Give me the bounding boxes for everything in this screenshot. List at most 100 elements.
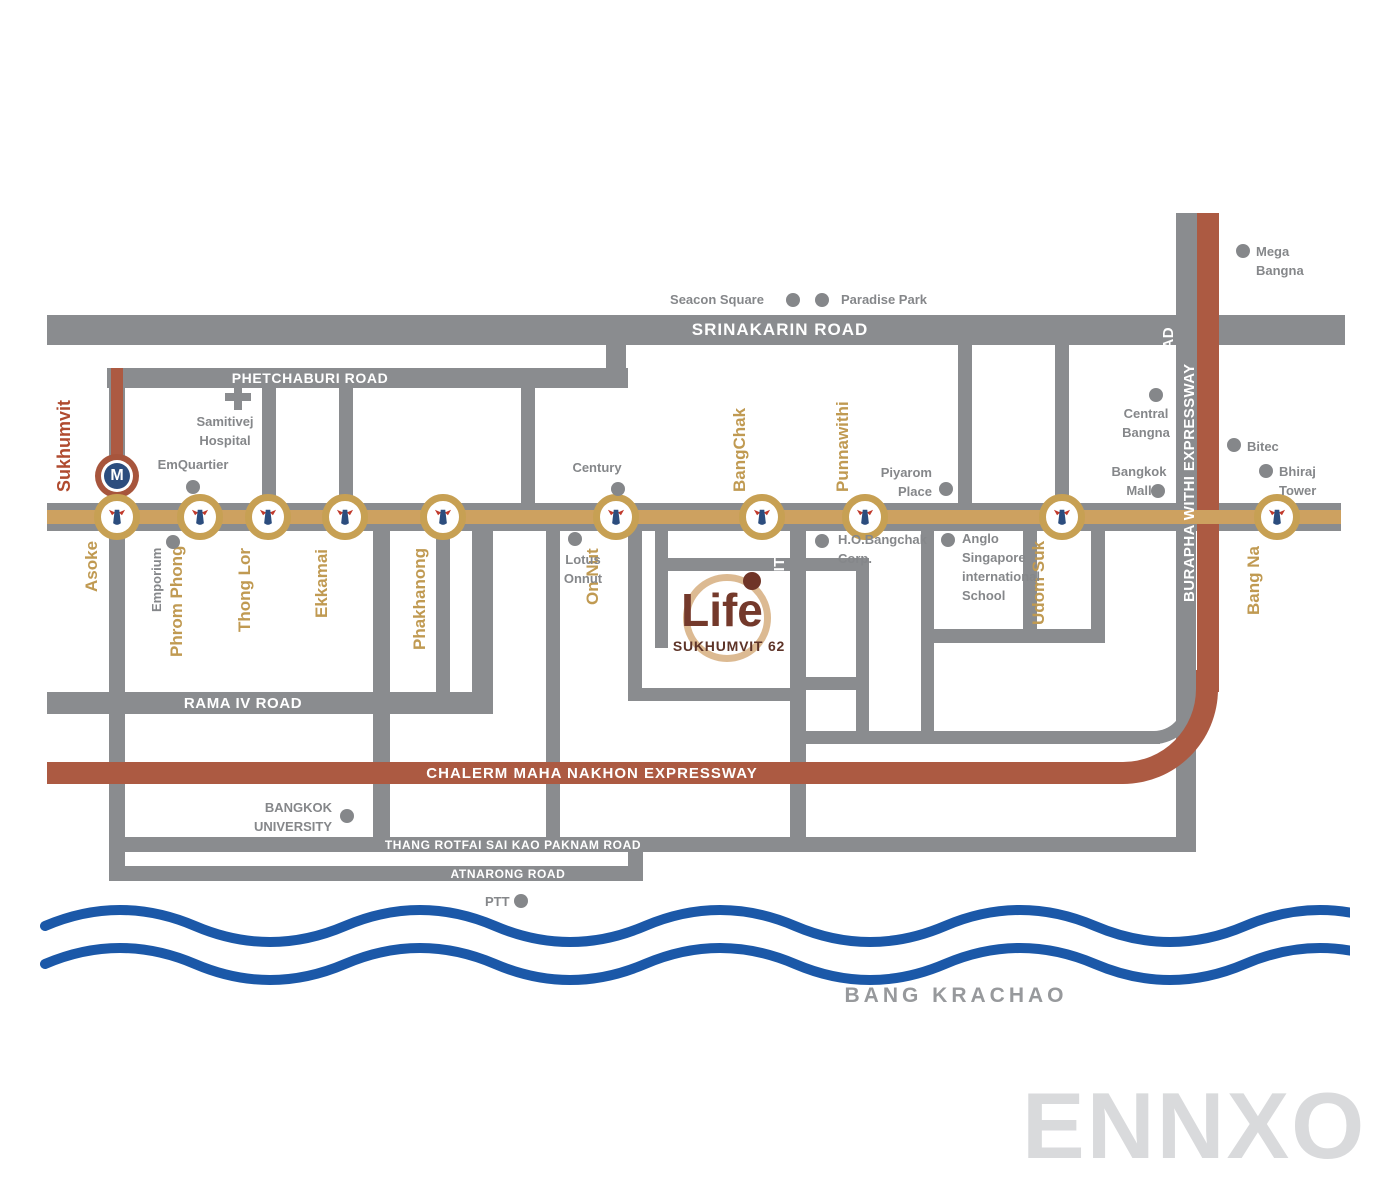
road-sukhumvit60-1	[655, 524, 668, 648]
road-label-thang-rotfai: THANG ROTFAI SAI KAO PAKNAM ROAD	[384, 838, 642, 852]
road-life-south	[628, 688, 806, 701]
road-label-sukhumvit77: SUKHUMVIT 77	[508, 413, 520, 498]
landmark-dot-lotus-onnut	[568, 532, 582, 546]
hospital-cross-icon	[225, 384, 251, 410]
bts-station-marker-phrom-phong	[177, 494, 223, 540]
road-label-sukhumvit60-1: SUKHUMVIT 60/1	[642, 541, 654, 636]
landmark-label-bitec: Bitec	[1247, 439, 1279, 454]
bts-logo-icon	[856, 509, 874, 525]
landmark-dot-bangkok-mall	[1151, 484, 1165, 498]
bts-label-bangchak: BangChak	[730, 407, 749, 492]
road-label-burapha: BURAPHA WITHI EXPRESSWAY	[1181, 363, 1198, 602]
bts-label-phakhanong: Phakhanong	[410, 547, 429, 650]
landmark-dot-emquartier	[186, 480, 200, 494]
landmark-dot-century	[611, 482, 625, 496]
road-sukhumvit56	[628, 524, 642, 701]
landmark-label-ptt: PTT	[485, 894, 510, 909]
road-sukhumvit77	[521, 388, 535, 510]
landmark-label-anglo-school: Anglo Singapore international School	[962, 531, 1041, 603]
landmark-dot-ptt	[514, 894, 528, 908]
road-label-kluaynamthai: KLUAYNAMTHAI	[355, 537, 372, 662]
road-label-sukhumvit50: SUKHUMVIT 50	[533, 535, 545, 620]
landmark-dot-bhiraj-tower	[1259, 464, 1273, 478]
road-burapha-withi	[1197, 213, 1219, 692]
road-label-sukhumvit62: SUKHUMVIT 62	[771, 535, 788, 650]
bts-logo-icon	[108, 509, 126, 525]
landmark-label-seacon-square: Seacon Square	[670, 292, 764, 307]
landmark-dot-seacon-square	[786, 293, 800, 307]
road-label-sukhumvit103: SUKHUMVIT 103	[1042, 407, 1054, 498]
landmark-label-paradise-park: Paradise Park	[840, 292, 928, 307]
road-chalerm-expressway	[47, 762, 1048, 784]
road-atnarong	[109, 866, 643, 881]
landmark-label-lotus-onnut: Lotus Onnut	[563, 552, 603, 586]
mrt-station-marker-sukhumvit: M	[95, 454, 139, 498]
road-label-srinakarin: SRINAKARIN ROAD	[691, 320, 869, 339]
bts-station-marker-udom-suk	[1039, 494, 1085, 540]
landmark-label-samitivej: Samitivej Hospital	[196, 414, 254, 448]
landmark-label-mega-bangna: Mega Bangna	[1256, 244, 1304, 278]
bts-label-phrom-phong: Phrom Phong	[167, 545, 186, 657]
bts-logo-icon	[434, 509, 452, 525]
road-atnarong-connector	[628, 845, 643, 875]
water-label-bang-krachao: BANG KRACHAO	[844, 984, 1068, 1007]
road-sukhumvit101-1	[958, 345, 972, 510]
road-label-sukhumvit66-1: SUKHUMVIT 66/1	[1078, 533, 1090, 628]
bts-logo-icon	[1053, 509, 1071, 525]
road-label-sappawut: SAPPAWUT ROAD	[1160, 533, 1176, 662]
bts-label-asoke: Asoke	[82, 540, 101, 592]
road-rama4-vertical	[472, 524, 493, 714]
road-sukhumvit66-1	[1091, 524, 1105, 643]
bts-logo-icon	[607, 509, 625, 525]
road-label-atnarong: ATNARONG ROAD	[450, 867, 566, 881]
bts-station-marker-on-nut	[593, 494, 639, 540]
bts-station-marker-ekkamai	[322, 494, 368, 540]
landmark-dot-bangkok-university	[340, 809, 354, 823]
bts-label-thong-lor: Thong Lor	[235, 547, 254, 632]
bts-logo-icon	[336, 509, 354, 525]
road-life-north	[655, 558, 869, 571]
mrt-line-label: Sukhumvit	[54, 399, 74, 492]
landmark-label-bangkok-mall: Bangkok Mall	[1111, 464, 1167, 498]
road-srinakarin-connector	[606, 315, 626, 388]
landmark-dot-emporium	[166, 535, 180, 549]
road-block-vertical-1	[856, 558, 869, 744]
landmark-label-bangkok-university: BANGKOK UNIVERSITY	[253, 800, 332, 834]
wave-line-2	[40, 943, 1350, 985]
landmark-dot-piyarom-place	[939, 482, 953, 496]
life-logo-ring	[683, 574, 771, 662]
landmark-dot-mega-bangna	[1236, 244, 1250, 258]
mrt-marker-ring: M	[101, 460, 133, 492]
bts-label-ekkamai: Ekkamai	[312, 549, 331, 618]
bts-logo-icon	[753, 509, 771, 525]
road-asoke-lower	[109, 524, 125, 880]
road-label-chalerm: CHALERM MAHA NAKHON EXPRESSWAY	[426, 765, 758, 782]
landmark-dot-central-bangna	[1149, 388, 1163, 402]
bts-station-marker-asoke	[94, 494, 140, 540]
bts-station-marker-phakhanong	[420, 494, 466, 540]
road-phetchaburi	[107, 368, 628, 388]
river-waves	[40, 905, 1350, 985]
road-label-rama4-v: RAMA IV ROAD	[456, 534, 473, 650]
bts-logo-icon	[191, 509, 209, 525]
landmark-label-bangchak-hq: H.O.Bangchak Corp.	[838, 532, 927, 566]
landmark-dot-anglo-school	[941, 533, 955, 547]
landmark-label-emporium: Emporium	[149, 547, 164, 612]
landmark-label-century: Century	[572, 460, 622, 475]
bts-station-marker-bangchak	[739, 494, 785, 540]
road-label-sukhumvit63: SUKHUMVIT 63	[326, 413, 338, 498]
landmark-dot-bangchak-hq	[815, 534, 829, 548]
road-sukhumvit55	[262, 388, 276, 510]
road-sukhumvit63	[339, 388, 353, 510]
life-logo-subtitle: SUKHUMVIT 62	[672, 638, 786, 654]
landmark-label-piyarom-place: Piyarom Place	[880, 465, 932, 499]
bts-station-marker-bang-na	[1254, 494, 1300, 540]
landmark-dot-bitec	[1227, 438, 1241, 452]
road-label-rama4-h: RAMA IV ROAD	[183, 695, 303, 712]
road-label-sukhumvit56: SUKHUMVIT 56	[615, 535, 627, 620]
road-bangchak-block	[790, 677, 869, 690]
road-bangna-trat	[1176, 213, 1197, 510]
road-label-phetchaburi: PHETCHABURI ROAD	[231, 370, 389, 386]
mrt-m-icon: M	[104, 463, 130, 489]
